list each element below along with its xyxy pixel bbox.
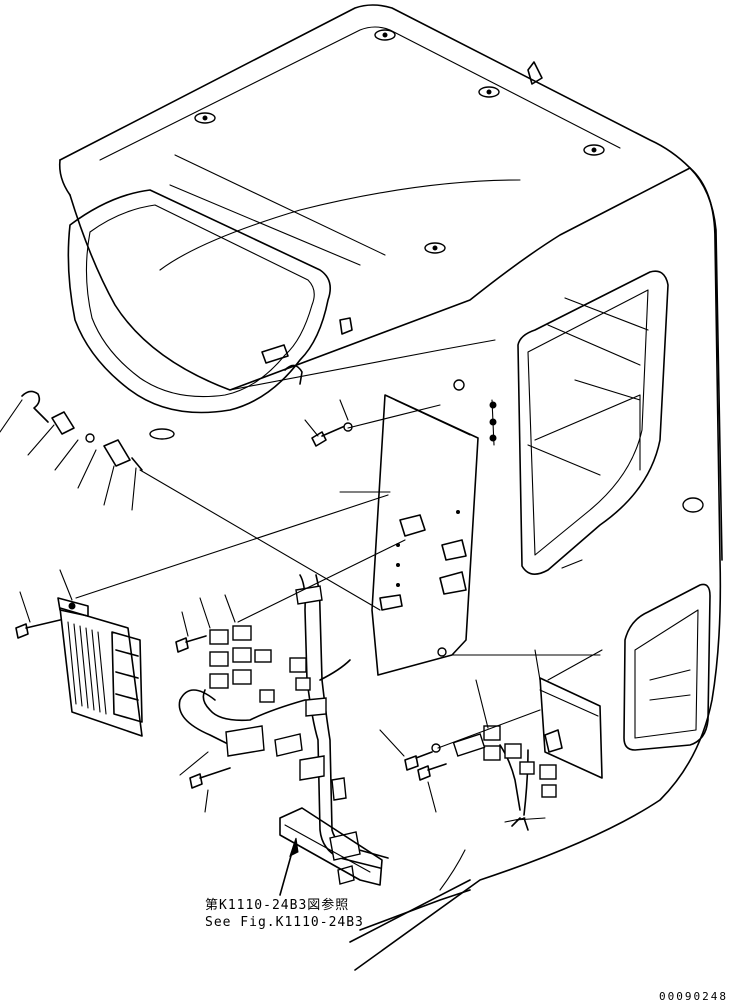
reference-arrow [279, 837, 299, 896]
bolt-right-2 [417, 763, 447, 781]
part-ring [85, 433, 95, 443]
plate-clip-2 [441, 539, 467, 561]
secondary-mounting-plate [539, 677, 603, 779]
right-relay-6 [541, 784, 557, 798]
lower-hull-edge [359, 889, 471, 931]
plate-clip-4 [379, 594, 403, 611]
washer-right [431, 743, 441, 753]
fasteners [15, 390, 486, 789]
leader-lines [0, 399, 603, 823]
roof-rib [159, 179, 521, 271]
roof-lower-edge [69, 167, 691, 391]
roof-hook-rear [527, 61, 543, 85]
controller-bracket [57, 597, 89, 617]
bolt-right-1 [404, 751, 433, 771]
controller-connectors [111, 631, 143, 723]
rear-edge [229, 339, 496, 391]
roof-outline [59, 4, 723, 561]
harness-branch-loop [178, 689, 241, 751]
harness-duct [279, 807, 383, 886]
main-mounting-plate [371, 394, 479, 676]
harness-left-box-2 [274, 733, 303, 757]
skylight-glass [85, 204, 315, 398]
wiring-harness [178, 574, 557, 886]
side-window-frame [517, 270, 669, 575]
roof-front-edge [58, 159, 71, 196]
roof-latch [261, 344, 289, 364]
lower-hull-strip [439, 849, 466, 891]
cab-shell [58, 4, 723, 971]
harness-clamp-4 [331, 777, 347, 801]
roof-mount-pads [149, 29, 704, 513]
bolt-left-1 [15, 619, 61, 639]
secondary-plate-outline [539, 677, 603, 779]
plate-clip-1 [399, 514, 426, 537]
cab-inner-wall [534, 379, 641, 471]
arrow-head [289, 837, 299, 857]
cab-floor-line [527, 297, 649, 476]
skylight-frame [67, 189, 331, 414]
harness-clamp-1 [295, 585, 323, 605]
secondary-plate-clip [544, 729, 563, 753]
right-relay-3 [504, 743, 522, 759]
skylight-rail [169, 154, 386, 266]
harness-block [329, 831, 361, 861]
side-window-glass [527, 289, 649, 556]
harness-branch-left [202, 689, 306, 722]
cross-reference-japanese: 第K1110-24B3図参照 [205, 898, 350, 913]
lower-opening-inner [634, 609, 699, 739]
harness-trunk [299, 574, 381, 869]
relay-cluster [209, 625, 311, 703]
plate-clip-3 [439, 571, 467, 595]
harness-trunk-2 [315, 574, 389, 859]
roof-hook-front [339, 317, 353, 335]
roof-inner-edge [99, 26, 621, 161]
harness-clamp-3 [299, 755, 325, 781]
part-sleeve-2 [103, 439, 131, 467]
harness-left-box [225, 725, 265, 757]
part-eye-terminal [21, 390, 49, 423]
lower-side-opening [623, 583, 711, 751]
part-sleeve-1 [51, 411, 75, 435]
roof-bracket [284, 364, 303, 385]
right-relay-2 [483, 745, 501, 761]
right-harness [499, 744, 529, 816]
cross-reference-english: See Fig.K1110-24B3 [205, 915, 364, 930]
controller-body [59, 607, 143, 737]
bolt-upper [311, 425, 346, 447]
controller-unit [57, 597, 143, 737]
part-tip [131, 457, 143, 471]
right-relay-4 [519, 761, 535, 775]
right-bracket [452, 733, 486, 757]
bolt-left-3 [189, 767, 231, 789]
controller-fins [67, 621, 107, 715]
right-pillar [354, 167, 722, 971]
harness-branch-right [319, 659, 351, 681]
bolt-left-2 [175, 635, 207, 653]
mounting-plate-outline [371, 394, 479, 676]
right-relay-5 [539, 764, 557, 780]
drawing-number: 00090248 [659, 990, 728, 1003]
lower-hull-edge-2 [349, 879, 471, 943]
harness-clamp-2 [305, 697, 327, 717]
